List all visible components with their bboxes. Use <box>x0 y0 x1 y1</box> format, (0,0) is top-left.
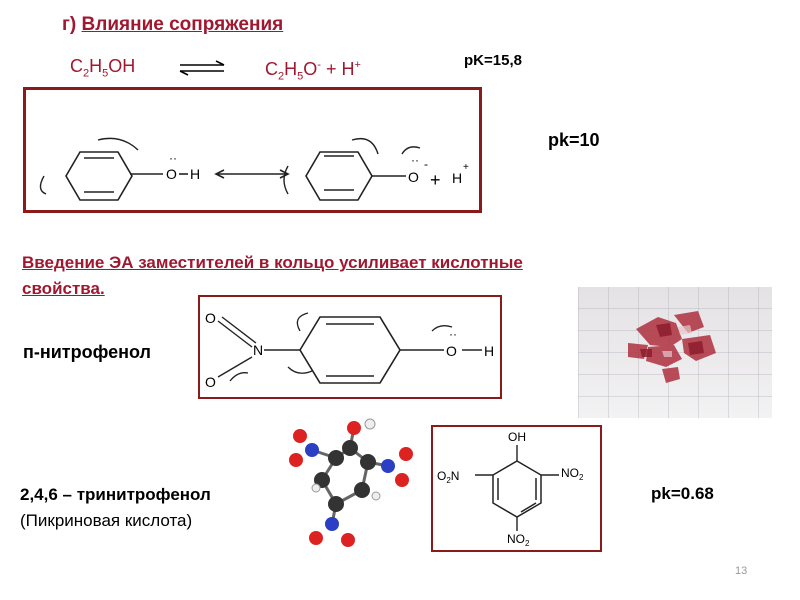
intro-text: Введение ЭА заместителей в кольцо усилив… <box>22 253 523 298</box>
svg-text:··: ·· <box>411 153 419 167</box>
svg-text:NO2: NO2 <box>561 466 584 482</box>
slide-title: г) Влияние сопряжения <box>62 14 284 35</box>
ethanol-formula: C2H5OH <box>70 56 136 80</box>
svg-text:OH: OH <box>508 430 526 444</box>
nitrophenol-label: п-нитрофенол <box>23 342 151 362</box>
svg-text:-: - <box>424 157 428 171</box>
svg-text:H: H <box>484 343 494 359</box>
picric-acid-label: (Пикриновая кислота) <box>20 511 193 530</box>
svg-text:H: H <box>190 166 200 182</box>
svg-text:O: O <box>205 374 216 390</box>
benzene-ring-right <box>305 151 373 201</box>
phenol-scheme: O ·· H O ·· - + H + <box>39 137 469 201</box>
nitrophenol-box: O N O O ·· H <box>198 295 502 399</box>
arrow-left-2 <box>97 137 139 151</box>
trinitrophenol-label: 2,4,6 – тринитрофенол <box>20 485 211 504</box>
picric-acid-3d-model <box>289 418 413 547</box>
picric-acid-structure-box: OH O2N NO2 NO2 <box>431 425 602 552</box>
svg-text:NO2: NO2 <box>507 532 530 548</box>
resonance-arrow <box>214 169 290 179</box>
svg-text:H: H <box>452 170 462 186</box>
ethoxide-formula: C2H5O- + H+ <box>265 59 361 83</box>
svg-text:··: ·· <box>449 327 457 341</box>
svg-text:O: O <box>166 166 177 182</box>
red-crystals-image <box>628 311 716 383</box>
pk-phenol: pk=10 <box>548 130 600 150</box>
svg-text:+: + <box>463 162 469 173</box>
pk-ethanol: pK=15,8 <box>464 52 522 69</box>
benzene-ring-left <box>65 151 133 201</box>
picric-acid-photo <box>578 287 772 418</box>
picric-acid-structure: OH O2N NO2 NO2 <box>437 430 584 548</box>
svg-text:+: + <box>430 170 441 190</box>
equilibrium-arrows <box>179 60 225 76</box>
svg-text:O2N: O2N <box>437 469 459 485</box>
svg-text:··: ·· <box>169 151 177 165</box>
svg-text:O: O <box>446 343 457 359</box>
svg-text:O: O <box>408 169 419 185</box>
svg-text:N: N <box>253 342 263 358</box>
arrow-left-1 <box>39 175 47 195</box>
svg-text:O: O <box>205 310 216 326</box>
atom-spheres <box>289 418 413 547</box>
pk-picric-acid: pk=0.68 <box>651 484 714 503</box>
phenol-conjugation-box: O ·· H O ·· - + H + <box>23 87 482 213</box>
nitrophenol-structure: O N O O ·· H <box>205 310 494 390</box>
page-number: 13 <box>735 565 748 577</box>
